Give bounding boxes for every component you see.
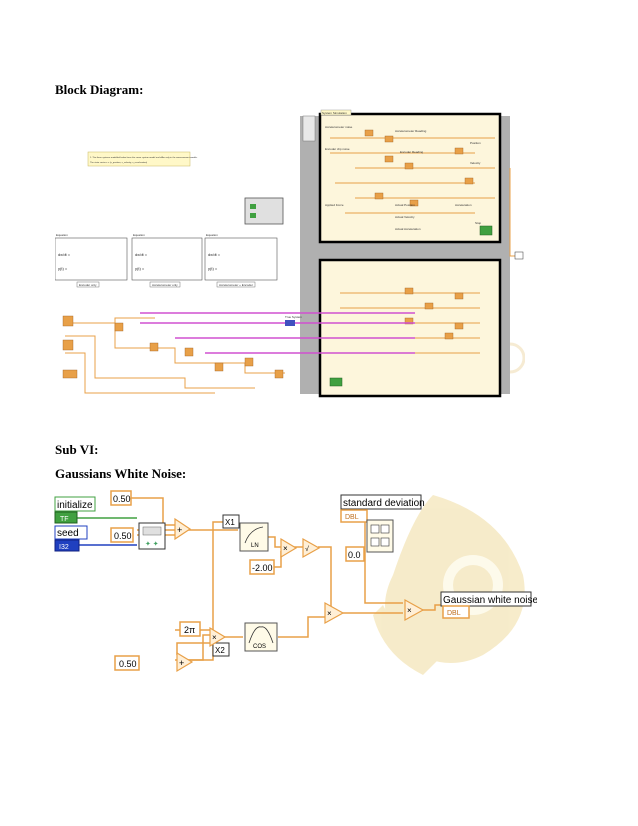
const-050-mid: 0.50 [110, 527, 134, 543]
const-two-pi: 2π [179, 621, 201, 637]
svg-text:Accelerometer noise: Accelerometer noise [325, 125, 353, 129]
cos-node: COS [244, 622, 278, 652]
svg-text:×: × [407, 606, 412, 615]
svg-text:y(t) =: y(t) = [208, 266, 218, 271]
note-line-2: The state vector x = (x_position, x_velo… [90, 161, 147, 164]
svg-text:y(t) =: y(t) = [135, 266, 145, 271]
seed-label: seed [57, 528, 79, 539]
control-cluster [244, 197, 284, 225]
multiply-node-1: × [280, 537, 298, 559]
orange-nodes [62, 315, 284, 379]
seed-type: I32 [59, 544, 69, 551]
equation-table-accelerometer: Equation dx/dt = y(t) = Accelerometer on… [131, 233, 203, 288]
true-system-node [285, 320, 295, 326]
multiply-node-2: × [209, 626, 227, 648]
svg-text:Actual Acceleration: Actual Acceleration [395, 227, 421, 231]
standard-deviation-type: DBL [345, 514, 359, 521]
svg-text:0.50: 0.50 [113, 494, 131, 504]
svg-text:Equation: Equation [56, 233, 68, 237]
svg-text:Actual Velocity: Actual Velocity [395, 215, 415, 219]
add-node-top: + [174, 517, 192, 541]
const-neg-two: -2.00 [249, 559, 275, 575]
gaussian-white-noise-diagram: initialize TF seed I32 0.50 0.50 0.50 ✦ … [54, 490, 537, 675]
output-type: DBL [447, 610, 461, 617]
pink-wires [140, 312, 415, 354]
svg-text:X1: X1 [225, 518, 235, 527]
gaussian-white-noise-heading: Gaussians White Noise: [55, 466, 187, 481]
multiply-node-3: × [324, 601, 345, 625]
x2-indicator: X2 [212, 642, 230, 657]
svg-text:×: × [327, 609, 332, 618]
note-box [87, 151, 191, 167]
svg-text:×: × [212, 633, 217, 642]
standard-deviation-control[interactable]: standard deviation DBL [340, 494, 425, 523]
svg-text:X2: X2 [215, 646, 225, 655]
x1-indicator: X1 [222, 514, 240, 529]
svg-text:COS: COS [253, 644, 266, 650]
const-zero: 0.0 [345, 546, 365, 562]
svg-text:True System: True System [285, 315, 302, 319]
svg-text:Encoder only: Encoder only [79, 283, 97, 287]
svg-text:Encoder clip noise: Encoder clip noise [325, 147, 350, 151]
block-diagram-heading: Block Diagram: [55, 82, 144, 97]
svg-text:dx/dt =: dx/dt = [208, 252, 221, 257]
svg-text:+: + [177, 525, 182, 535]
equation-table-combined: Equation dx/dt = y(t) = Accelerometer + … [204, 233, 278, 288]
standard-deviation-label: standard deviation [343, 498, 425, 509]
top-simulation-loop: System Simulation Accelerometer noise En… [300, 109, 510, 262]
multiply-node-4: × [404, 598, 425, 622]
seed-control[interactable]: seed I32 [54, 525, 88, 552]
svg-text:Stop: Stop [475, 221, 482, 225]
sub-vi-heading: Sub VI: [55, 442, 99, 457]
initialize-type: TF [60, 516, 69, 523]
note-line-1: 1. The three systems modelled below have… [90, 156, 198, 159]
svg-text:dx/dt =: dx/dt = [58, 252, 71, 257]
svg-text:0.50: 0.50 [114, 531, 132, 541]
select-node [366, 519, 394, 553]
block-diagram: 1. The three systems modelled below have… [55, 109, 525, 398]
svg-text:0.0: 0.0 [348, 550, 361, 560]
svg-text:Acceleration: Acceleration [455, 203, 472, 207]
sqrt-node: √ [302, 537, 321, 559]
svg-text:✦ ✦: ✦ ✦ [145, 540, 159, 548]
svg-text:Accelerometer Reading: Accelerometer Reading [395, 129, 427, 133]
equation-table-encoder: Equation dx/dt = y(t) = Encoder only [55, 233, 128, 288]
svg-text:Accelerometer + Encoder: Accelerometer + Encoder [219, 283, 253, 287]
svg-text:y(t) =: y(t) = [58, 266, 68, 271]
svg-text:0.50: 0.50 [119, 659, 137, 669]
const-050-top: 0.50 [110, 490, 132, 506]
bottom-simulation-loop [300, 258, 510, 398]
output-label: Gaussian white noise [443, 595, 537, 606]
svg-text:Accelerometer only: Accelerometer only [152, 283, 178, 287]
ln-node: LN [239, 522, 269, 552]
svg-text:×: × [283, 544, 288, 553]
svg-text:dx/dt =: dx/dt = [135, 252, 148, 257]
svg-text:2π: 2π [184, 625, 195, 635]
random-number-node: ✦ ✦ [138, 522, 166, 550]
svg-text:LN: LN [251, 543, 259, 549]
svg-text:Equation: Equation [133, 233, 145, 237]
gaussian-white-noise-output: Gaussian white noise DBL [440, 591, 537, 619]
svg-text:Actual Position: Actual Position [395, 203, 415, 207]
gwn-watermark [373, 495, 525, 675]
svg-text:System Simulation: System Simulation [322, 111, 347, 115]
const-050-bottom: 0.50 [114, 655, 140, 671]
svg-text:Encoder Reading: Encoder Reading [400, 150, 424, 154]
orange-wire-network [65, 317, 285, 394]
initialize-label: initialize [57, 500, 93, 511]
svg-text:Position: Position [470, 141, 481, 145]
svg-text:Applied Force: Applied Force [325, 203, 344, 207]
svg-text:-2.00: -2.00 [252, 563, 273, 573]
initialize-control[interactable]: initialize TF [54, 496, 96, 524]
svg-text:Equation: Equation [206, 233, 218, 237]
add-node-bottom: + [176, 651, 194, 673]
svg-text:+: + [179, 658, 184, 668]
svg-text:Velocity: Velocity [470, 161, 481, 165]
svg-text:√: √ [305, 545, 309, 553]
